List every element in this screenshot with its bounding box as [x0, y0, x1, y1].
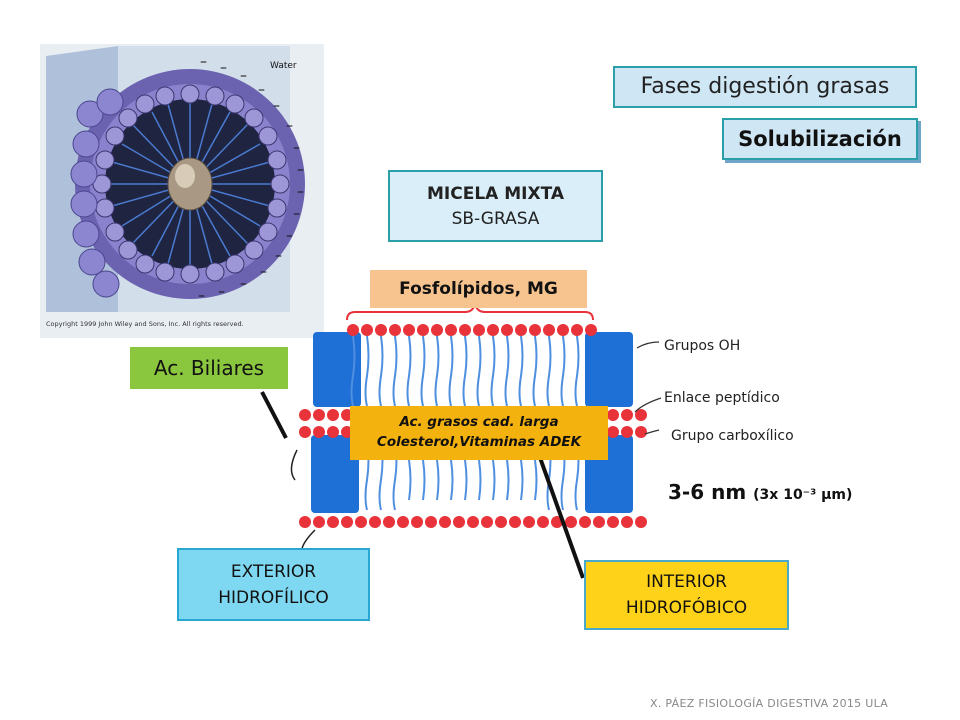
micelle-bilayer-diagram	[290, 303, 662, 550]
bile-acid-block-upper-left	[313, 332, 361, 407]
size-main: 3-6 nm	[668, 480, 747, 504]
biliares-arrow	[260, 391, 288, 439]
phospholipid-heads-top	[347, 324, 597, 336]
svg-text:–: –	[218, 284, 225, 300]
hydrophobic-core-label: Ac. grasos cad. larga Colesterol,Vitamin…	[350, 406, 608, 460]
slide-subtitle-solubilizacion: Solubilización	[722, 118, 918, 160]
water-label: Water	[270, 61, 297, 71]
grupo-carboxilico-label: Grupo carboxílico	[671, 428, 794, 444]
footer-credit: X. PÁEZ FISIOLOGÍA DIGESTIVA 2015 ULA	[650, 697, 889, 710]
svg-text:–: –	[258, 82, 265, 98]
svg-text:–: –	[273, 98, 280, 114]
svg-text:–: –	[297, 184, 304, 200]
svg-text:–: –	[240, 276, 247, 292]
head-groups	[92, 84, 290, 284]
svg-text:–: –	[198, 288, 205, 304]
lipid-tails-upper	[350, 335, 580, 407]
micela-mixta-box: MICELA MIXTA SB-GRASA	[388, 170, 603, 242]
micelle-cross-section-image: ––– ––– ––– ––– ––– – Water Copyright 19…	[40, 44, 324, 338]
micelle-svg: ––– ––– ––– ––– ––– – Water Copyright 19…	[40, 44, 324, 338]
micela-line-2: SB-GRASA	[451, 209, 540, 229]
svg-text:–: –	[275, 248, 282, 264]
slide-title: Fases digestión grasas	[613, 66, 917, 108]
bile-acid-block-upper-right	[585, 332, 633, 407]
svg-text:–: –	[297, 162, 304, 178]
svg-text:–: –	[286, 228, 293, 244]
svg-text:–: –	[220, 60, 227, 76]
svg-text:–: –	[240, 68, 247, 84]
svg-text:–: –	[200, 54, 207, 70]
micelle-size-label: 3-6 nm (3x 10⁻³ μm)	[668, 480, 852, 504]
grupos-oh-label: Grupos OH	[664, 338, 741, 354]
fosfolipidos-label: Fosfolípidos, MG	[370, 270, 587, 308]
copyright-label: Copyright 1999 John Wiley and Sons, Inc.…	[46, 320, 244, 328]
interior-line-2: HIDROFÓBICO	[625, 598, 748, 618]
phospholipid-heads-bottom	[299, 516, 647, 528]
svg-text:–: –	[293, 140, 300, 156]
outer-sphere-layer	[70, 88, 124, 298]
micela-line-1: MICELA MIXTA	[426, 184, 565, 204]
right-pointers	[634, 341, 662, 435]
acidos-biliares-label: Ac. Biliares	[130, 347, 288, 389]
size-sub: (3x 10⁻³ μm)	[753, 487, 853, 503]
exterior-line-2: HIDROFÍLICO	[218, 588, 329, 608]
core-line-1: Ac. grasos cad. larga	[399, 414, 559, 430]
left-arrows	[290, 449, 316, 550]
enlace-peptidico-label: Enlace peptídico	[664, 390, 780, 406]
exterior-line-1: EXTERIOR	[230, 562, 317, 582]
negative-charges: ––– ––– ––– ––– ––– –	[198, 54, 304, 304]
svg-text:–: –	[286, 118, 293, 134]
svg-text:–: –	[293, 206, 300, 222]
interior-hidrofobico-box: INTERIOR HIDROFÓBICO	[584, 560, 789, 630]
exterior-hidrofilico-box: EXTERIOR HIDROFÍLICO	[177, 548, 370, 621]
interior-arrow	[536, 451, 585, 579]
core-line-2: Colesterol,Vitaminas ADEK	[376, 434, 582, 450]
bile-acid-block-lower-left	[311, 435, 359, 513]
interior-line-1: INTERIOR	[646, 572, 727, 592]
svg-text:–: –	[260, 264, 267, 280]
